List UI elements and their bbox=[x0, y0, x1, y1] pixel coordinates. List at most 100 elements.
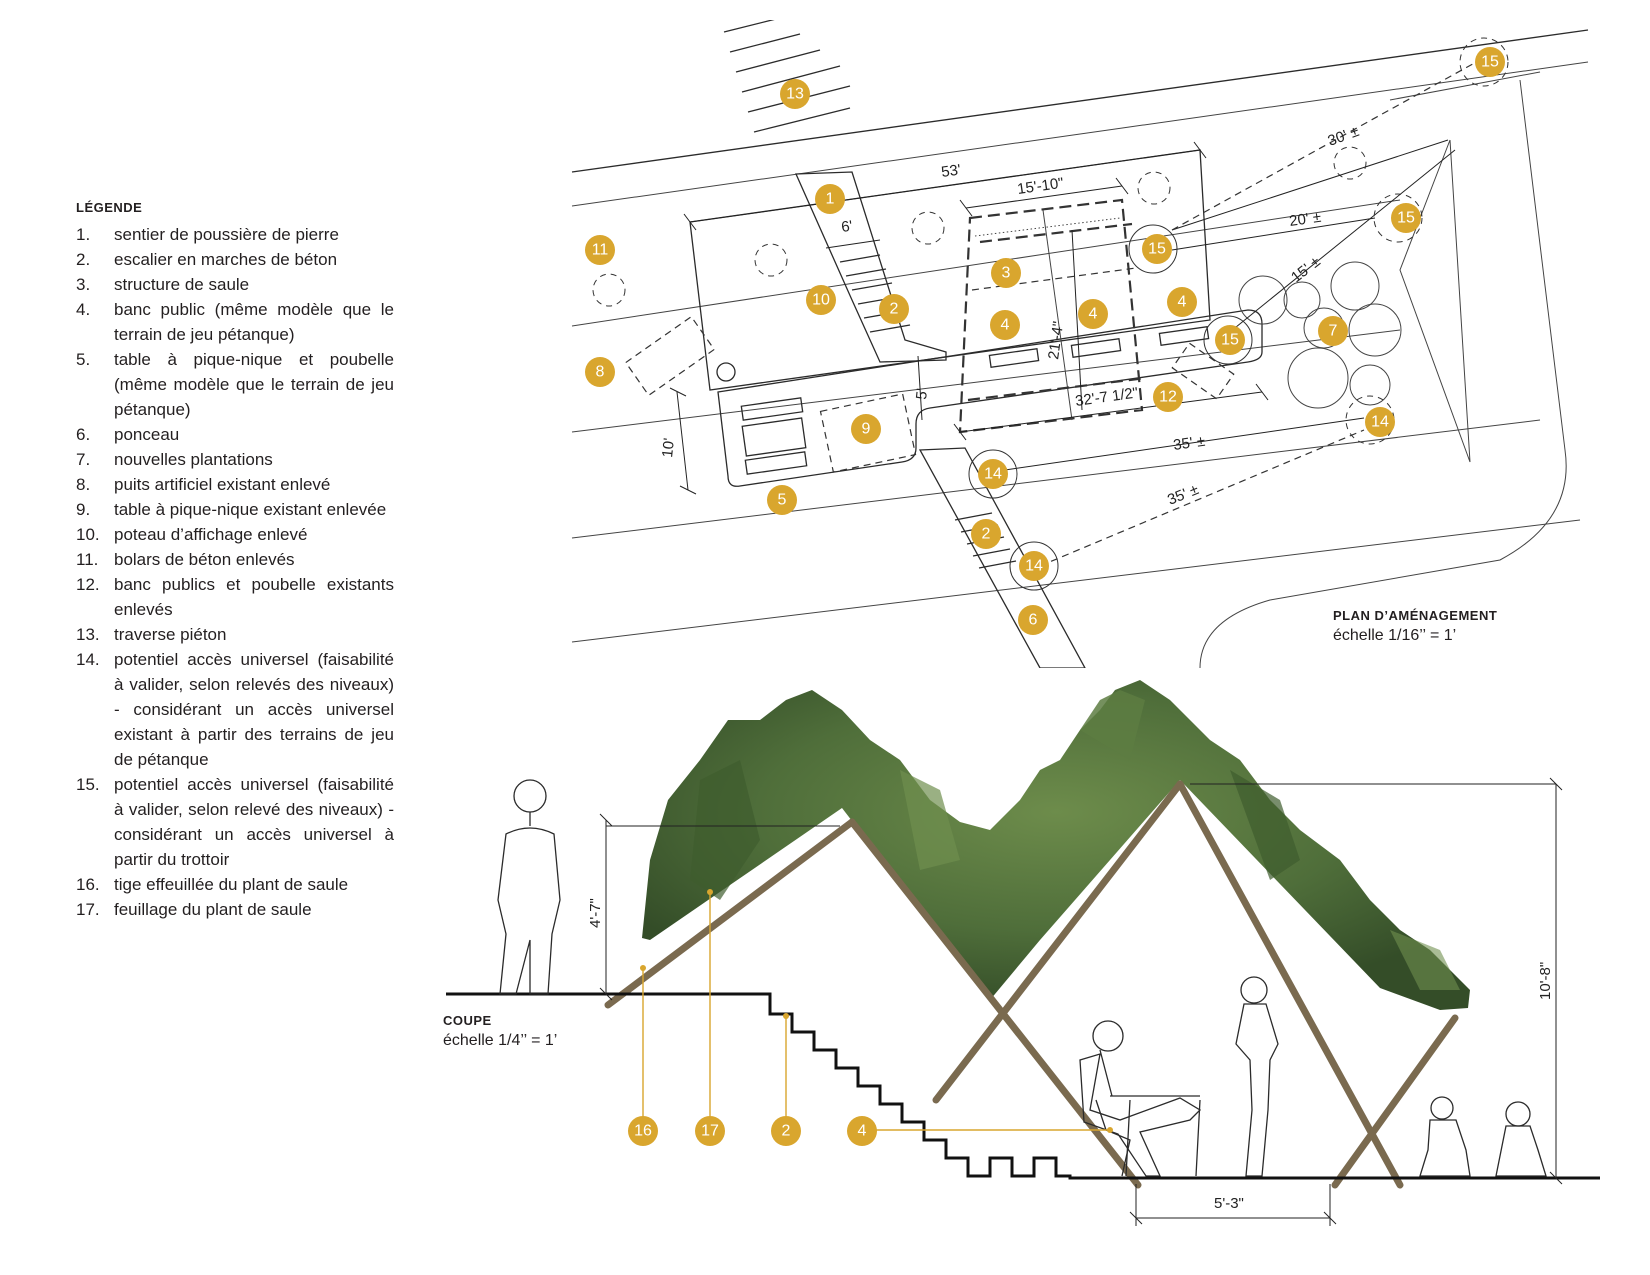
svg-text:6: 6 bbox=[1029, 612, 1038, 629]
legend-item-number: 8. bbox=[76, 475, 91, 494]
legend-item-text: potentiel accès universel (faisabilité à… bbox=[114, 775, 394, 869]
legend-item-text: structure de saule bbox=[114, 275, 250, 294]
dim-10: 10' bbox=[659, 437, 678, 458]
existing-tree bbox=[1137, 171, 1171, 205]
svg-text:2: 2 bbox=[890, 301, 899, 318]
new-plantings bbox=[1238, 261, 1402, 409]
marker-15: 15 bbox=[1142, 234, 1172, 264]
legend-item-text: banc public (même modèle que le terrain … bbox=[114, 300, 394, 344]
dim-20: 20' ± bbox=[1288, 209, 1322, 230]
svg-text:14: 14 bbox=[1025, 558, 1043, 575]
marker-14: 14 bbox=[1019, 551, 1049, 581]
legend-item-text: poteau d’affichage enlevé bbox=[114, 525, 308, 544]
marker-4: 4 bbox=[847, 1116, 877, 1146]
bench bbox=[1070, 337, 1122, 359]
site-plan: 53' 6' 15'-10" 21'-4" 5' 10' 32'-7 1/2" … bbox=[571, 20, 1589, 668]
park-boundary bbox=[571, 329, 1401, 433]
legend-item-number: 15. bbox=[76, 775, 100, 794]
willow-structure bbox=[958, 198, 1147, 434]
legend-item-number: 7. bbox=[76, 450, 91, 469]
marker-7: 7 bbox=[1318, 316, 1348, 346]
legend-item-number: 16. bbox=[76, 875, 100, 894]
plan-markers: 1 2 2 3 4 4 4 5 6 7 8 9 10 11 12 13 14 1… bbox=[585, 47, 1505, 635]
legend-item: 5. table à pique-nique et poubelle (même … bbox=[76, 347, 394, 422]
marker-11: 11 bbox=[585, 235, 615, 265]
willow-foliage bbox=[642, 680, 1470, 1010]
existing-picnic-table bbox=[819, 393, 917, 473]
sidewalk-curve bbox=[1199, 79, 1567, 668]
svg-text:14: 14 bbox=[1371, 414, 1389, 431]
legend-item-text: table à pique-nique et poubelle (même mo… bbox=[114, 350, 394, 419]
access-ring bbox=[1009, 541, 1059, 591]
dim-15-10: 15'-10" bbox=[1016, 175, 1064, 198]
dim-4-7: 4'-7" bbox=[587, 898, 604, 928]
svg-text:10: 10 bbox=[812, 292, 830, 309]
marker-14: 14 bbox=[1365, 407, 1395, 437]
legend-item-text: ponceau bbox=[114, 425, 180, 444]
section-bench bbox=[1099, 1049, 1201, 1177]
legend-item-text: escalier en marches de béton bbox=[114, 250, 338, 269]
child bbox=[1495, 1101, 1547, 1177]
legend-item-number: 2. bbox=[76, 250, 91, 269]
child bbox=[1419, 1096, 1471, 1177]
svg-text:4: 4 bbox=[1178, 294, 1187, 311]
svg-text:11: 11 bbox=[592, 242, 609, 259]
legend-item-number: 10. bbox=[76, 525, 100, 544]
legend-item-number: 11. bbox=[76, 550, 99, 569]
legend-item-text: feuillage du plant de saule bbox=[114, 900, 312, 919]
legend-item-text: table à pique-nique existant enlevée bbox=[114, 500, 387, 519]
road-edge bbox=[571, 29, 1589, 173]
marker-1: 1 bbox=[815, 184, 845, 214]
legend-item: 8. puits artificiel existant enlevé bbox=[76, 472, 394, 497]
culvert-path bbox=[918, 447, 1086, 668]
existing-well bbox=[624, 315, 716, 397]
marker-4: 4 bbox=[1078, 299, 1108, 329]
legend-item-number: 9. bbox=[76, 500, 91, 519]
legend-item: 6.ponceau bbox=[76, 422, 394, 447]
legend-item-text: puits artificiel existant enlevé bbox=[114, 475, 331, 494]
legend-item: 17.feuillage du plant de saule bbox=[76, 897, 394, 922]
svg-text:8: 8 bbox=[596, 364, 605, 381]
dim-15: 15' ± bbox=[1288, 253, 1324, 286]
park-boundary bbox=[571, 519, 1581, 643]
picnic-table bbox=[740, 397, 808, 475]
access-ring bbox=[1373, 193, 1423, 243]
legend-item-text: banc publics et poubelle existants enlev… bbox=[114, 575, 394, 619]
legend-item-text: potentiel accès universel (faisabilité à… bbox=[114, 650, 394, 769]
marker-2: 2 bbox=[971, 519, 1001, 549]
park-boundary bbox=[571, 419, 1541, 539]
access-ring bbox=[968, 449, 1018, 499]
marker-15: 15 bbox=[1391, 203, 1421, 233]
picnic-pad bbox=[717, 309, 1263, 487]
dim-10-8: 10'-8" bbox=[1537, 962, 1554, 1000]
legend: LÉGENDE 1.sentier de poussière de pierre… bbox=[76, 198, 394, 922]
marker-9: 9 bbox=[851, 414, 881, 444]
legend-item-text: traverse piéton bbox=[114, 625, 227, 644]
section-scale: échelle 1/4’’ = 1’ bbox=[443, 1032, 558, 1049]
plan-caption: PLAN D’AMÉNAGEMENT échelle 1/16’’ = 1’ bbox=[1333, 606, 1497, 646]
marker-4: 4 bbox=[1167, 287, 1197, 317]
existing-tree bbox=[754, 243, 788, 277]
marker-4: 4 bbox=[990, 310, 1020, 340]
marker-15: 15 bbox=[1475, 47, 1505, 77]
svg-text:14: 14 bbox=[984, 466, 1002, 483]
legend-item-text: bolars de béton enlevés bbox=[114, 550, 295, 569]
crosswalk-hatch bbox=[723, 20, 851, 133]
standing-person bbox=[497, 779, 561, 995]
svg-text:13: 13 bbox=[786, 86, 804, 103]
dim-5: 5' bbox=[913, 387, 931, 400]
legend-item-number: 5. bbox=[76, 350, 91, 369]
marker-10: 10 bbox=[806, 285, 836, 315]
lot-outline bbox=[689, 149, 1211, 391]
svg-text:12: 12 bbox=[1159, 389, 1177, 406]
section-caption: COUPE échelle 1/4’’ = 1’ bbox=[443, 1011, 557, 1051]
dim-21-4: 21'-4" bbox=[1045, 320, 1067, 360]
legend-item: 7.nouvelles plantations bbox=[76, 447, 394, 472]
legend-item: 1.sentier de poussière de pierre bbox=[76, 222, 394, 247]
legend-item-text: sentier de poussière de pierre bbox=[114, 225, 339, 244]
bench bbox=[1158, 325, 1210, 347]
svg-text:4: 4 bbox=[1001, 317, 1010, 334]
existing-bench bbox=[1171, 342, 1235, 400]
svg-text:16: 16 bbox=[634, 1123, 652, 1140]
